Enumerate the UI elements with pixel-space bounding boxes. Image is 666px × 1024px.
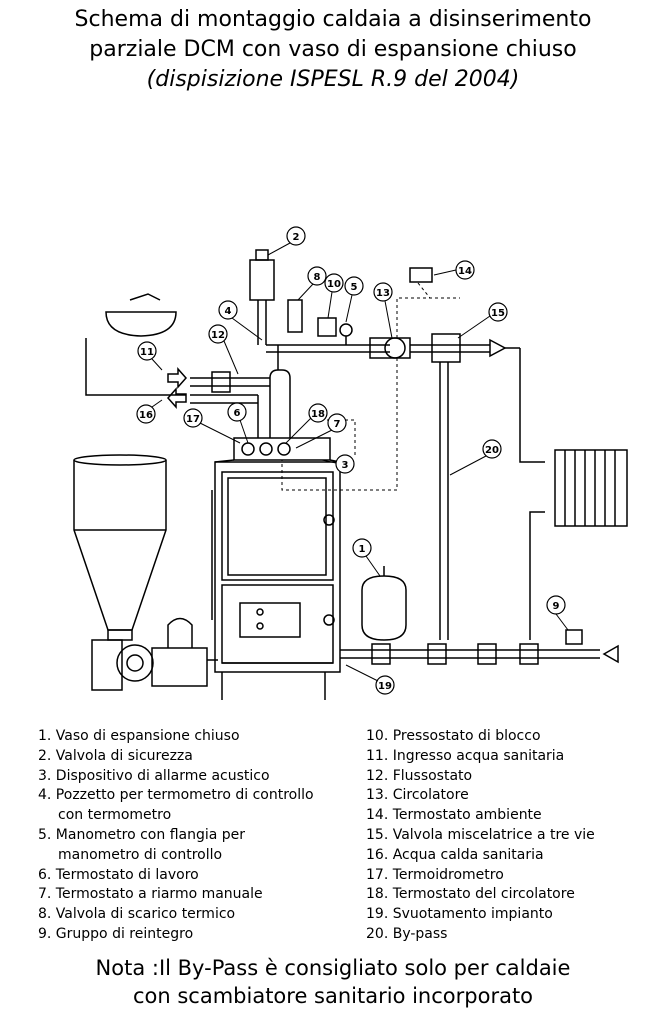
legend-item: 2. Valvola di sicurezza <box>38 747 193 764</box>
legend-right: 10. Pressostato di blocco 11. Ingresso a… <box>366 727 595 945</box>
installation-diagram: 1 2 3 4 5 6 7 8 9 10 11 12 13 14 15 16 1… <box>73 226 628 700</box>
callout-10: 10 <box>327 279 341 290</box>
callout-14: 14 <box>458 266 472 277</box>
legend-item: 14. Termostato ambiente <box>366 807 542 824</box>
control-panel <box>214 437 341 463</box>
legend-item: 3. Dispositivo di allarme acustico <box>38 767 270 784</box>
legend-item: 10. Pressostato di blocco <box>366 728 541 744</box>
callout-2: 2 <box>293 232 300 243</box>
boiler-body <box>211 461 341 700</box>
callouts: 1 2 3 4 5 6 7 8 9 10 11 12 13 14 15 16 1… <box>136 226 569 695</box>
legend-item: 18. Termostato del circolatore <box>366 886 575 903</box>
return-line <box>340 629 619 665</box>
legend-item: 17. Termoidrometro <box>366 866 504 883</box>
legend-item: 1. Vaso di espansione chiuso <box>38 728 240 744</box>
radiator-loop <box>505 347 628 640</box>
callout-3: 3 <box>342 460 349 471</box>
callout-16: 16 <box>139 410 153 421</box>
room-thermostat <box>409 267 433 283</box>
circulator-mixing <box>369 333 507 363</box>
callout-20: 20 <box>485 445 499 456</box>
legend-item: 16. Acqua calda sanitaria <box>366 846 544 863</box>
callout-19: 19 <box>378 681 392 692</box>
callout-15: 15 <box>491 308 505 319</box>
callout-18: 18 <box>311 409 325 420</box>
legend-item: 6. Termostato di lavoro <box>38 866 199 883</box>
legend-item: 15. Valvola miscelatrice a tre vie <box>366 826 595 843</box>
legend-item: 19. Svuotamento impianto <box>366 906 553 923</box>
legend-item: manometro di controllo <box>58 846 223 863</box>
callout-11: 11 <box>140 347 154 358</box>
legend-item: 11. Ingresso acqua sanitaria <box>366 747 565 764</box>
legend-item: 13. Circolatore <box>366 787 469 804</box>
note-line-1: Nota :Il By-Pass è consigliato solo per … <box>95 956 571 980</box>
pellet-hopper <box>73 454 167 641</box>
note-line-2: con scambiatore sanitario incorporato <box>132 984 534 1008</box>
burner-unit <box>91 617 218 691</box>
legend-item: 7. Termostato a riarmo manuale <box>38 886 263 903</box>
legend-item: con termometro <box>58 807 172 824</box>
legend-item: 4. Pozzetto per termometro di controllo <box>38 787 314 804</box>
bypass-pipe <box>439 362 449 640</box>
callout-7: 7 <box>334 419 341 430</box>
legend-item: 12. Flussostato <box>366 767 473 784</box>
callout-4: 4 <box>225 306 232 317</box>
legend-left: 1. Vaso di espansione chiuso 2. Valvola … <box>38 727 314 945</box>
supply-pipes <box>190 249 390 438</box>
callout-1: 1 <box>359 544 366 555</box>
legend-item: 8. Valvola di scarico termico <box>38 906 236 923</box>
expansion-vessel <box>361 566 407 641</box>
legend-item: 5. Manometro con flangia per <box>38 826 246 843</box>
callout-12: 12 <box>211 330 225 341</box>
callout-9: 9 <box>553 601 560 612</box>
callout-5: 5 <box>351 282 358 293</box>
title-line-1: Schema di montaggio caldaia a disinserim… <box>74 7 592 32</box>
title-line-3: (dispisizione ISPESL R.9 del 2004) <box>146 67 520 92</box>
callout-8: 8 <box>314 272 321 283</box>
callout-17: 17 <box>186 414 200 425</box>
sink <box>85 293 186 396</box>
top-instruments <box>287 299 353 345</box>
callout-6: 6 <box>234 408 241 419</box>
legend-item: 20. By-pass <box>366 925 448 942</box>
legend-item: 9. Gruppo di reintegro <box>38 925 194 942</box>
callout-13: 13 <box>376 288 390 299</box>
dhw-arrows <box>166 367 188 409</box>
title-line-2: parziale DCM con vaso di espansione chiu… <box>89 37 577 62</box>
